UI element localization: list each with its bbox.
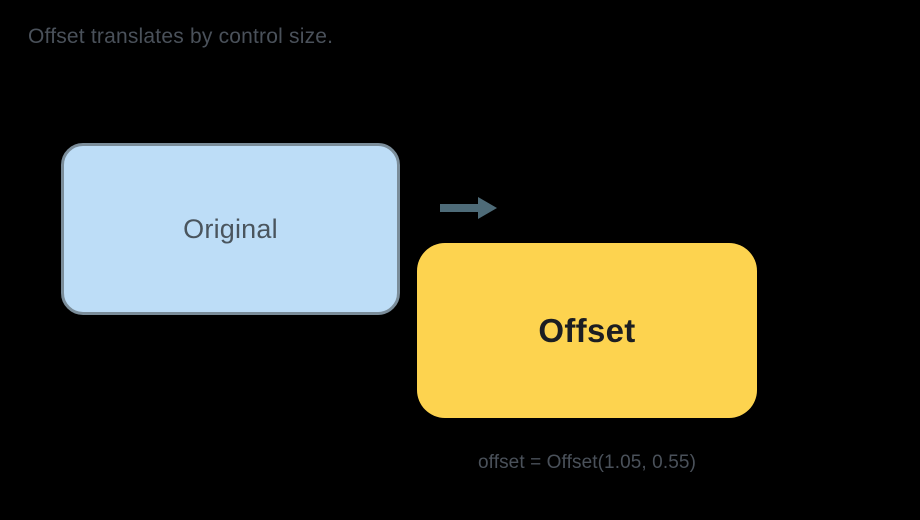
offset-box-label: Offset [538,311,636,349]
arrow-right-glyph [440,197,497,219]
arrow-right-icon [438,194,500,222]
offset-control-box: Offset [417,243,757,418]
original-box-label: Original [183,213,278,244]
page-title: Offset translates by control size. [28,25,334,48]
offset-caption: offset = Offset(1.05, 0.55) [478,452,696,473]
original-control-box: Original [61,143,400,315]
